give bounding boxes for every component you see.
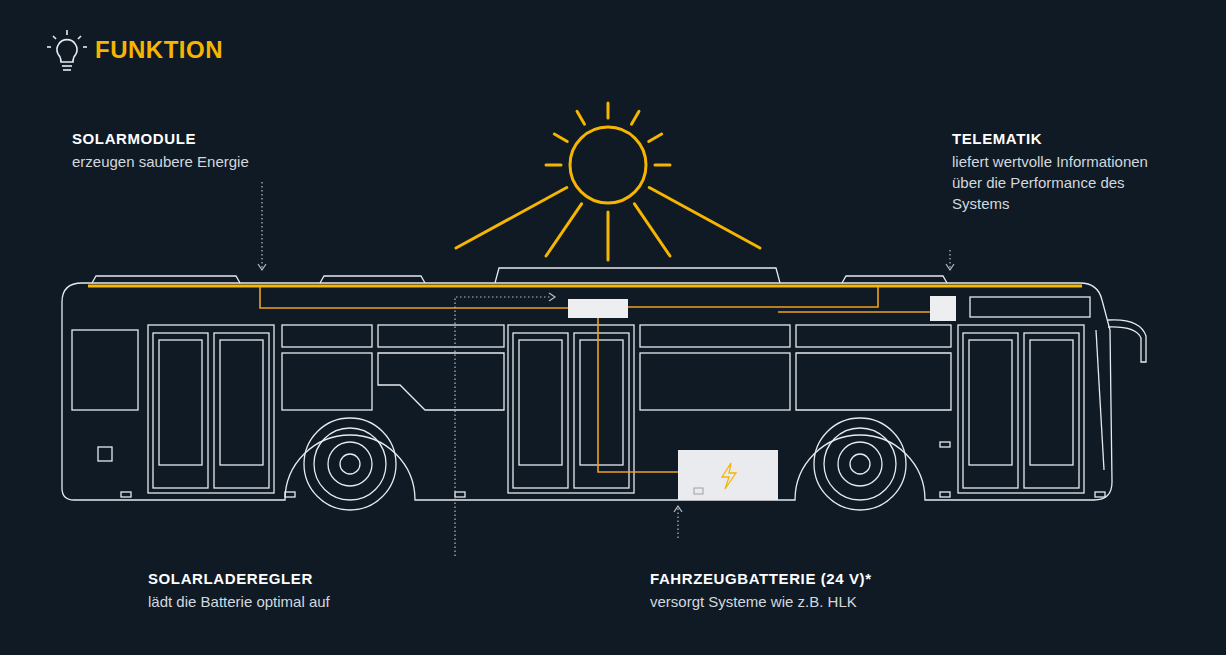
battery-box xyxy=(678,450,778,500)
bulb-icon xyxy=(47,30,87,70)
callout-text: liefert wertvolle Informationen über die… xyxy=(952,151,1167,214)
diagram-title: FUNKTION xyxy=(95,36,223,64)
leader-lines xyxy=(262,182,950,556)
callout-heading: TELEMATIK xyxy=(952,130,1042,147)
illustration xyxy=(47,30,1146,556)
solar-module-line xyxy=(88,285,1082,288)
leader-arrowheads xyxy=(258,264,954,512)
callout-heading: SOLARLADEREGLER xyxy=(148,570,313,587)
callout-text: versorgt Systeme wie z.B. HLK xyxy=(650,591,857,612)
callout-heading: FAHRZEUGBATTERIE (24 V)* xyxy=(650,570,872,587)
lightning-symbol xyxy=(722,463,736,489)
charge-controller-box xyxy=(568,299,628,318)
battery-terminal xyxy=(694,488,703,494)
bus-outline xyxy=(62,268,1146,510)
wiring xyxy=(260,287,930,472)
callout-text: erzeugen saubere Energie xyxy=(72,151,249,172)
telematics-box xyxy=(930,296,956,321)
callout-text: lädt die Batterie optimal auf xyxy=(148,591,330,612)
callout-heading: SOLARMODULE xyxy=(72,130,196,147)
sun-symbol xyxy=(456,103,760,260)
